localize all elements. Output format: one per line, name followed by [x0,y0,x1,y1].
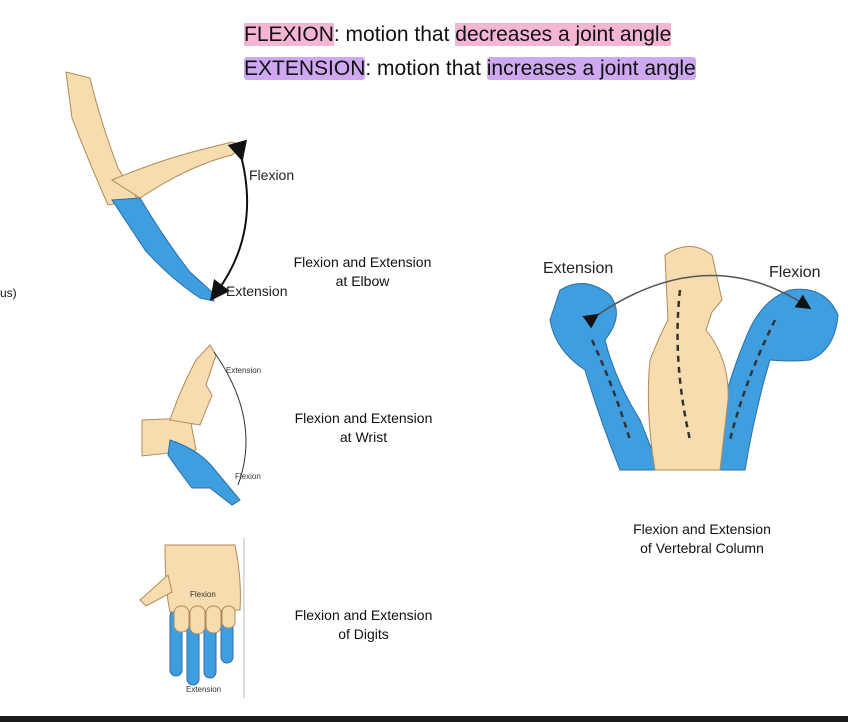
elbow-caption-line2: at Elbow [335,273,390,289]
extension-separator: : motion that [365,57,487,80]
vertebral-caption-line1: Flexion and Extension [633,521,771,537]
extension-term: EXTENSION [244,57,366,80]
wrist-caption-line1: Flexion and Extension [294,410,433,426]
elbow-extension-label: Extension [226,283,288,299]
left-edge-text-fragment: us) [0,286,17,300]
flexion-term: FLEXION [244,23,334,46]
elbow-illustration [65,71,249,302]
flexion-definition: FLEXION: motion that decreases a joint a… [244,22,672,48]
vertebral-extension-label: Extension [543,260,614,277]
digits-caption-line1: Flexion and Extension [294,607,433,623]
wrist-extension-label: Extension [226,366,262,375]
elbow-caption: Flexion and Extension at Elbow [280,253,445,291]
extension-definition-text: increases a joint angle [486,57,696,80]
wrist-caption: Flexion and Extension at Wrist [281,409,446,447]
wrist-flexion-label: Flexion [235,472,261,481]
vertebral-flexion-label: Flexion [769,264,821,281]
flexion-definition-text: decreases a joint angle [455,23,672,46]
digits-caption: Flexion and Extension of Digits [281,606,446,644]
elbow-flexion-label: Flexion [249,167,295,183]
digits-illustration [139,538,245,698]
wrist-illustration [141,344,247,506]
wrist-caption-line2: at Wrist [339,429,388,445]
digits-flexion-label: Flexion [190,590,216,599]
flexion-separator: : motion that [333,23,456,46]
digits-extension-label: Extension [186,685,222,694]
digits-caption-line2: of Digits [338,626,389,642]
extension-definition: EXTENSION: motion that increases a joint… [244,56,696,82]
bottom-bar [0,716,848,722]
vertebral-illustration [549,246,839,471]
elbow-caption-line1: Flexion and Extension [293,254,432,270]
vertebral-caption-line2: of Vertebral Column [640,540,764,556]
vertebral-caption: Flexion and Extension of Vertebral Colum… [612,520,792,558]
